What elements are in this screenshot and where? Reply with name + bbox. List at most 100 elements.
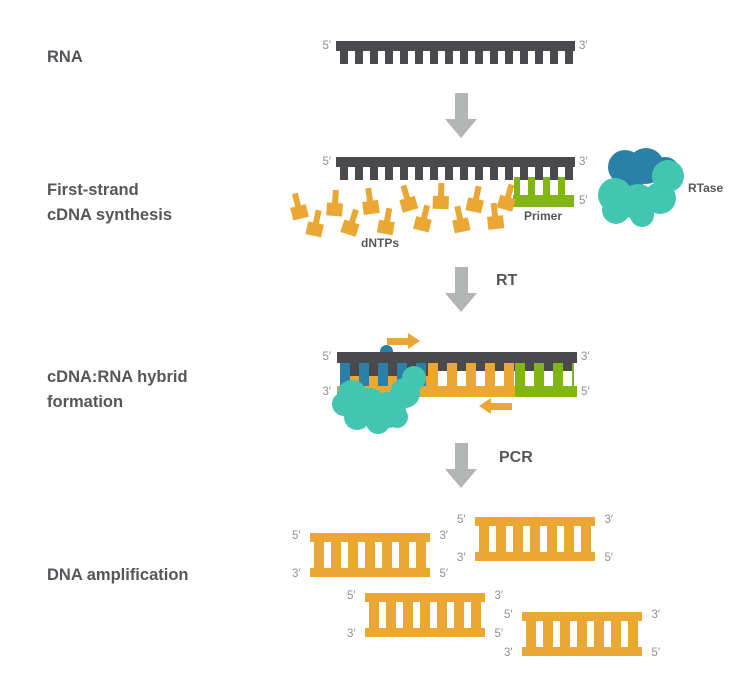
dntp-icon — [396, 183, 419, 213]
dntps-label: dNTPs — [361, 236, 400, 250]
arrow-head — [479, 398, 491, 414]
hybrid-blue-rungs-bottom — [340, 376, 428, 386]
dntp-head — [413, 216, 432, 233]
duplex-bottom-rail — [475, 552, 595, 561]
rtase-label: RTase — [688, 181, 724, 195]
duplex-top-rail — [475, 517, 595, 526]
dna-duplex-3: 5′ 3′ 3′ 5′ — [347, 590, 503, 640]
duplex-five-prime-label: 5′ — [604, 552, 613, 564]
dntp-head — [465, 197, 484, 214]
rt-step-label: RT — [496, 272, 518, 289]
arrow-down-icon-1 — [445, 93, 477, 138]
dntp-head — [340, 219, 360, 237]
dntp-head — [376, 219, 395, 236]
hybrid-rna-bar — [337, 352, 577, 363]
hybrid-enzyme-icon — [402, 366, 426, 390]
dntp-icon — [360, 187, 380, 215]
duplex-top-rail — [365, 593, 485, 602]
duplex-three-prime-label: 3′ — [292, 568, 301, 580]
arrow-shaft — [387, 338, 408, 345]
section-label-hybrid: cDNA:RNA hybrid formation — [47, 365, 188, 415]
primer-five-prime-label: 5′ — [579, 195, 588, 207]
hybrid-cdna-bar — [337, 386, 515, 397]
dntp-icon — [376, 207, 397, 236]
duplex-bottom-rail — [365, 628, 485, 637]
duplex-five-prime-label: 5′ — [494, 628, 503, 640]
hybrid-top-three-prime-label: 3′ — [581, 351, 590, 363]
dntp-head — [452, 217, 471, 234]
arrow-shaft — [454, 267, 468, 293]
rtase-enzyme-icon — [630, 203, 654, 227]
rna-three-prime-label: 3′ — [579, 40, 588, 52]
hybrid-bottom-five-prime-label: 5′ — [581, 386, 590, 398]
primer-label: Primer — [524, 209, 563, 223]
arrow-head — [445, 293, 477, 312]
dntp-icon — [340, 207, 363, 237]
duplex-rungs — [314, 542, 426, 568]
dntp-icon — [305, 209, 326, 238]
rtase-enzyme-icon — [602, 196, 630, 224]
arrow-shaft — [454, 443, 468, 469]
synthesis-rna-bar — [336, 157, 575, 167]
duplex-five-prime-label: 5′ — [457, 514, 466, 526]
rna-strand-teeth — [336, 51, 575, 64]
duplex-five-prime-label: 5′ — [651, 647, 660, 659]
dntp-head — [362, 199, 380, 215]
arrow-head — [445, 469, 477, 488]
duplex-three-prime-label: 3′ — [494, 590, 503, 602]
arrow-head — [408, 333, 420, 349]
duplex-top-rail — [310, 533, 430, 542]
arrow-head — [445, 119, 477, 138]
duplex-five-prime-label: 5′ — [504, 609, 513, 621]
dntp-head — [399, 195, 419, 213]
arrow-down-icon-rt — [445, 267, 477, 312]
pcr-step-label: PCR — [499, 449, 533, 466]
section-label-hybrid-line1: cDNA:RNA hybrid — [47, 368, 188, 386]
dna-duplex-4: 5′ 3′ 3′ 5′ — [504, 609, 660, 659]
section-label-first-strand: First-strand cDNA synthesis — [47, 178, 172, 228]
duplex-five-prime-label: 5′ — [439, 568, 448, 580]
hybrid-bottom-three-prime-label: 3′ — [322, 386, 331, 398]
dntp-icon — [465, 185, 486, 214]
duplex-rungs — [479, 526, 591, 552]
dntp-icon — [496, 182, 520, 212]
primer-bar — [513, 195, 574, 207]
arrow-down-icon-pcr — [445, 443, 477, 488]
dna-duplex-2: 5′ 3′ 3′ 5′ — [457, 514, 613, 564]
dntp-icon — [432, 182, 450, 210]
synthesis-three-prime-label: 3′ — [579, 156, 588, 168]
synthesis-rna-teeth — [336, 167, 575, 180]
dntp-head — [326, 202, 343, 217]
duplex-three-prime-label: 3′ — [604, 514, 613, 526]
rna-strand-bar — [336, 41, 575, 51]
hybrid-top-five-prime-label: 5′ — [322, 351, 331, 363]
section-label-rna: RNA — [47, 48, 83, 66]
duplex-three-prime-label: 3′ — [439, 530, 448, 542]
duplex-five-prime-label: 5′ — [347, 590, 356, 602]
section-label-first-strand-line1: First-strand — [47, 181, 139, 199]
hybrid-dark-stubs-right — [515, 363, 574, 371]
hybrid-ladder — [337, 352, 577, 397]
section-label-hybrid-line2: formation — [47, 393, 124, 411]
dntp-head — [290, 204, 309, 221]
duplex-top-rail — [522, 612, 642, 621]
dntp-icon — [326, 189, 344, 217]
rna-five-prime-label: 5′ — [322, 40, 331, 52]
hybrid-enzyme-icon — [344, 404, 370, 430]
dntp-head — [487, 215, 505, 230]
duplex-rungs — [526, 621, 638, 647]
hybrid-enzyme-icon — [386, 406, 408, 428]
section-label-first-strand-line2: cDNA synthesis — [47, 206, 173, 224]
dntp-icon — [287, 191, 309, 221]
duplex-rungs — [369, 602, 481, 628]
duplex-three-prime-label: 3′ — [504, 647, 513, 659]
duplex-three-prime-label: 3′ — [347, 628, 356, 640]
dna-duplex-1: 5′ 3′ 3′ 5′ — [292, 530, 448, 580]
dntp-head — [305, 221, 324, 238]
duplex-three-prime-label: 3′ — [651, 609, 660, 621]
hybrid-primer-bar — [515, 386, 577, 397]
dntp-head — [432, 195, 449, 210]
section-label-amplification: DNA amplification — [47, 566, 189, 584]
duplex-five-prime-label: 5′ — [292, 530, 301, 542]
